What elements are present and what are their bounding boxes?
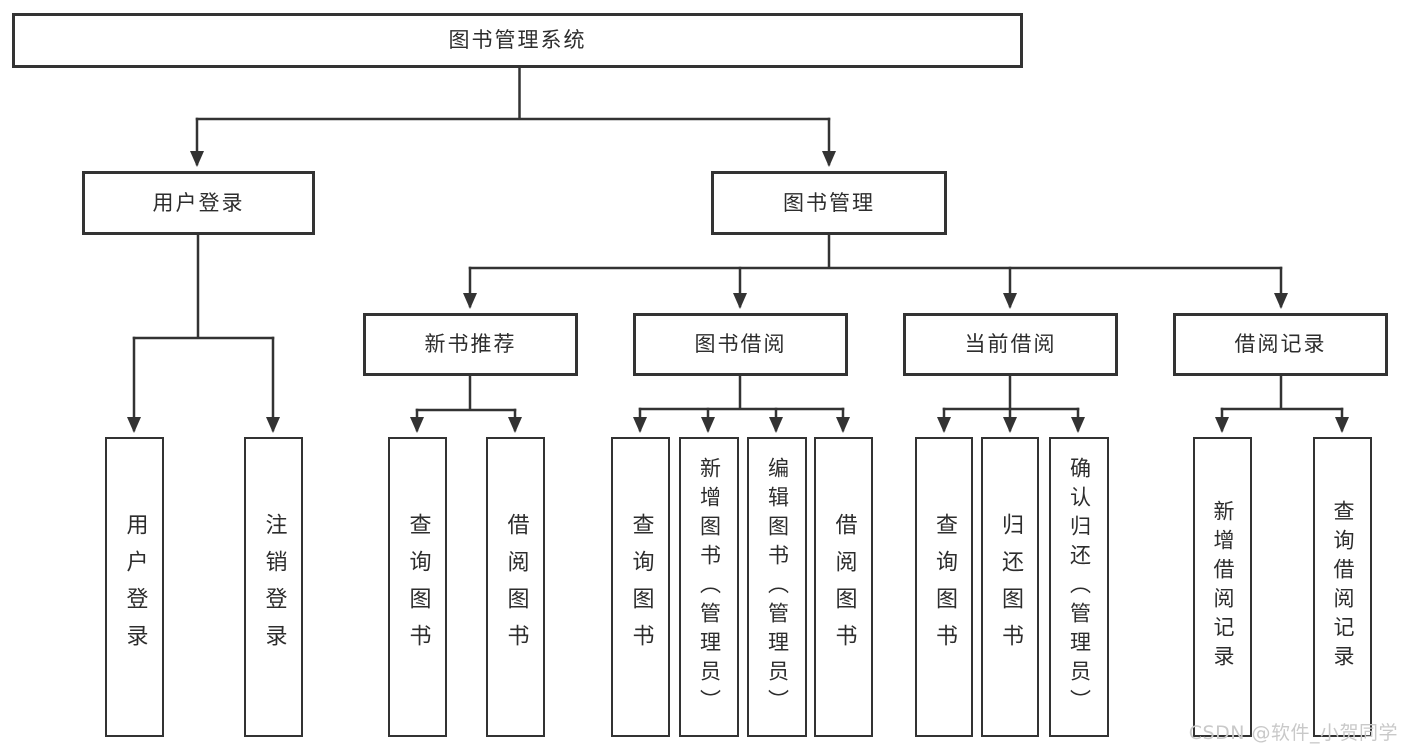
leaf-br-query-record: 查询借阅记录 (1313, 437, 1372, 737)
node-book-borrow: 图书借阅 (633, 313, 848, 376)
leaf-cb-return-book-label: 归还图书 (998, 513, 1023, 661)
edges-borrow-record-to-leaves (1215, 374, 1349, 433)
leaf-bb-borrow-book-label: 借阅图书 (831, 513, 857, 661)
leaf-user-login-label: 用户登录 (122, 513, 148, 661)
leaf-bb-add-book-admin-label: 新增图书（管理员） (697, 456, 722, 718)
node-user-login-label: 用户登录 (152, 190, 245, 215)
leaf-cb-return-book: 归还图书 (981, 437, 1039, 737)
node-new-book-recommend-label: 新书推荐 (424, 332, 517, 356)
leaf-br-add-record-label: 新增借阅记录 (1211, 500, 1235, 674)
node-current-borrow-label: 当前借阅 (964, 332, 1057, 356)
node-book-management: 图书管理 (711, 171, 947, 235)
leaf-cb-confirm-return-admin: 确认归还（管理员） (1049, 437, 1109, 737)
leaf-br-query-record-label: 查询借阅记录 (1331, 500, 1355, 674)
leaf-bb-edit-book-admin: 编辑图书（管理员） (747, 437, 807, 737)
leaf-cb-query-book-label: 查询图书 (932, 513, 957, 661)
node-new-book-recommend: 新书推荐 (363, 313, 578, 376)
leaf-nbr-query-book: 查询图书 (388, 437, 447, 737)
leaf-user-login: 用户登录 (105, 437, 164, 737)
leaf-logout-login-label: 注销登录 (261, 513, 287, 661)
leaf-nbr-borrow-book-label: 借阅图书 (503, 513, 529, 661)
leaf-cb-query-book: 查询图书 (915, 437, 973, 737)
node-book-borrow-label: 图书借阅 (694, 332, 787, 356)
leaf-nbr-borrow-book: 借阅图书 (486, 437, 545, 737)
edges-book-borrow-to-leaves (633, 374, 850, 433)
edges-book-management-to-level3 (463, 233, 1288, 309)
leaf-bb-query-book: 查询图书 (611, 437, 670, 737)
leaf-bb-edit-book-admin-label: 编辑图书（管理员） (765, 456, 790, 718)
leaf-logout-login: 注销登录 (244, 437, 303, 737)
edges-new-book-recommend-to-leaves (410, 374, 522, 433)
leaf-bb-query-book-label: 查询图书 (628, 513, 654, 661)
csdn-watermark: CSDN @软件_小贺同学 (1188, 722, 1398, 744)
node-root: 图书管理系统 (12, 13, 1023, 68)
node-root-label: 图书管理系统 (448, 28, 587, 52)
node-book-management-label: 图书管理 (783, 190, 875, 215)
leaf-bb-borrow-book: 借阅图书 (814, 437, 873, 737)
leaf-nbr-query-book-label: 查询图书 (405, 513, 431, 661)
edges-root-to-level2 (190, 66, 836, 167)
node-borrow-record-label: 借阅记录 (1234, 332, 1327, 356)
node-user-login: 用户登录 (82, 171, 315, 235)
edges-current-borrow-to-leaves (937, 374, 1085, 433)
leaf-br-add-record: 新增借阅记录 (1193, 437, 1252, 737)
node-current-borrow: 当前借阅 (903, 313, 1118, 376)
leaf-cb-confirm-return-admin-label: 确认归还（管理员） (1067, 456, 1092, 718)
leaf-bb-add-book-admin: 新增图书（管理员） (679, 437, 739, 737)
node-borrow-record: 借阅记录 (1173, 313, 1388, 376)
edges-user-login-to-leaves (127, 233, 280, 433)
